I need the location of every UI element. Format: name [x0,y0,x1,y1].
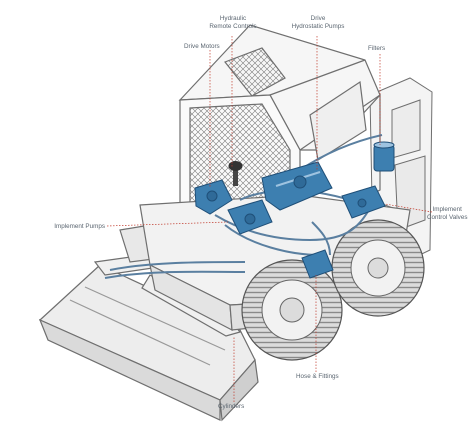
drive-motor-component [194,179,233,215]
label-hose-and-fittings: Hose & Fittings [296,373,339,380]
wheel-front-left [241,259,343,361]
loader-bucket [38,264,259,422]
label-hydraulic-remote-controls-line-1: Hydraulic [219,15,247,22]
label-implement-control-values-line-1: Implement [432,206,462,213]
label-cylinders: Cylinders [218,403,245,410]
leader-lines [106,36,433,402]
label-implement-control-values-line-2: Control Valves [427,213,468,221]
filter-component [373,141,395,172]
label-drive-hydrostatic-pumps: Drive Hydrostatic Pumps [285,15,351,30]
hydrostatic-pump-component [261,161,333,211]
label-drive-motors: Drive Motors [184,43,220,50]
implement-pump-component [227,199,273,235]
label-drive-hydrostatic-pumps-line-1: Drive [310,15,326,22]
wheel-rear-right [331,219,425,317]
label-implement-pumps: Implement Pumps [54,223,105,230]
label-drive-hydrostatic-pumps-line-2: Hydrostatic Pumps [291,22,345,30]
label-implement-control-values: Implement Control Valves [427,206,467,221]
label-hydraulic-remote-controls: Hydraulic Remote Controls [202,15,264,30]
label-filters: Filters [368,45,386,52]
label-hydraulic-remote-controls-line-2: Remote Controls [209,22,257,30]
wheel-motor-component [301,249,334,279]
control-valve-component [341,185,386,219]
